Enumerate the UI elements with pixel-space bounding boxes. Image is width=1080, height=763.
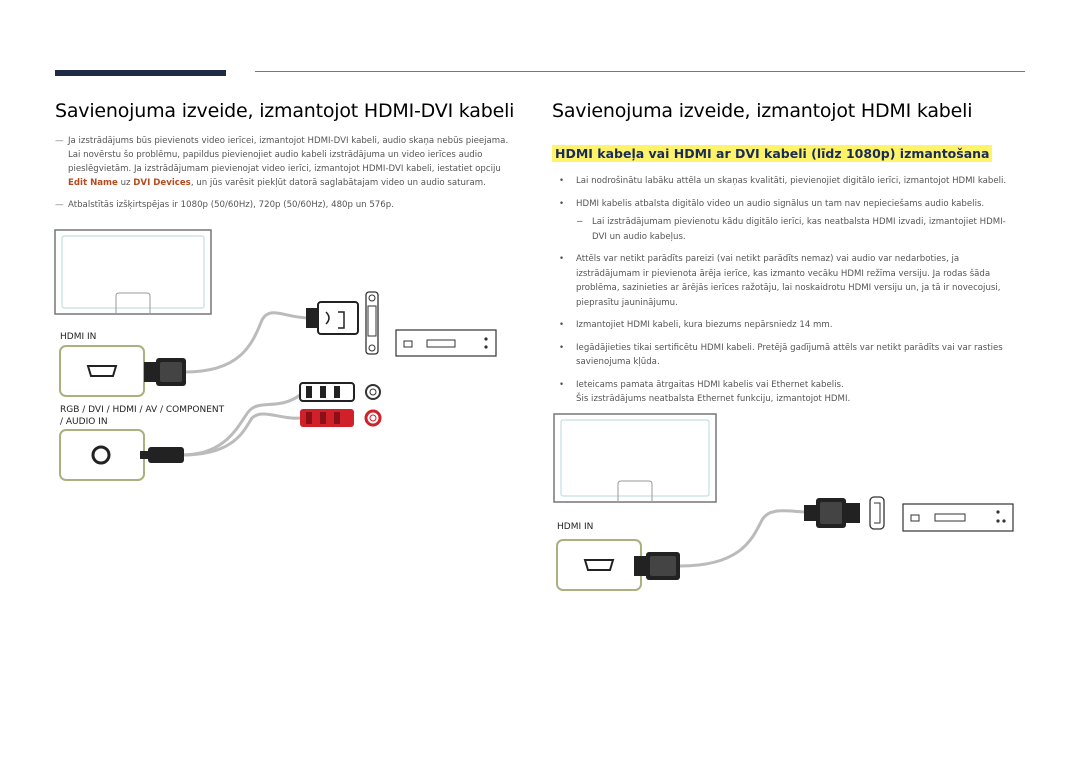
bullet-text: pieprasītu jauninājumu.: [576, 297, 678, 308]
rca-port-icon: [364, 384, 382, 427]
note-text: Atbalstītās izšķirtspējas ir 1080p (50/6…: [68, 200, 394, 210]
bullet-text: Attēls var netikt parādīts pareizi (vai …: [576, 254, 960, 264]
rca-connector-icon: [299, 382, 355, 427]
right-section-title: Savienojuma izveide, izmantojot HDMI kab…: [552, 100, 973, 122]
hdmi-in-label-left: HDMI IN: [60, 332, 97, 342]
note-dash: —: [55, 200, 64, 210]
note-resolutions: — Atbalstītās izšķirtspējas ir 1080p (50…: [55, 198, 538, 212]
list-item: • Attēls var netikt parādīts pareizi (va…: [559, 252, 1029, 310]
monitor-icon: [54, 229, 212, 315]
dvi-port-icon: [365, 291, 379, 355]
hdmi-plug-icon: [804, 498, 860, 528]
hdmi-port-icon: [59, 345, 145, 397]
right-connection-diagram: [553, 413, 1014, 591]
note-word: uz: [120, 178, 131, 188]
rgb-audio-in-label: RGB / DVI / HDMI / AV / COMPONENT / AUDI…: [60, 404, 224, 428]
bullet-text: Izmantojiet HDMI kabeli, kura biezums ne…: [576, 320, 833, 330]
edit-name-option: Edit Name: [68, 178, 118, 188]
list-item: • Ieteicams pamata ātrgaitas HDMI kabeli…: [559, 378, 1029, 407]
hdmi-notes-list: • Lai nodrošinātu labāku attēla un skaņa…: [559, 174, 1029, 415]
hdmi-port-icon: [869, 496, 885, 530]
bullet-text: Iegādājieties tikai sertificētu HDMI kab…: [576, 342, 1003, 353]
sub-text: Lai izstrādājumam pievienotu kādu digitā…: [592, 217, 1006, 227]
hdmi-port-icon: [556, 539, 642, 591]
list-item: • Izmantojiet HDMI kabeli, kura biezums …: [559, 318, 1029, 333]
audio-jack-icon: [59, 429, 145, 481]
dvi-connector-icon: [306, 301, 359, 335]
note-line: Ja izstrādājums būs pievienots video ier…: [68, 136, 509, 146]
header-rule: [255, 71, 1025, 72]
bullet-dot: •: [559, 176, 565, 186]
bullet-text: Šis izstrādājums neatbalsta Ethernet fun…: [576, 394, 851, 404]
note-line: pieslēgvietām. Ja izstrādājumam pievieno…: [68, 164, 501, 174]
note-line: Edit Name uz DVI Devices, un jūs varēsit…: [68, 176, 538, 190]
rgb-label-line: / AUDIO IN: [60, 417, 108, 427]
av-device-icon: [395, 329, 497, 357]
bullet-text: problēma, sazinieties ar ārējās ierīces …: [576, 283, 1001, 293]
hdmi-in-label-right: HDMI IN: [557, 522, 594, 532]
sub-list-item: − Lai izstrādājumam pievienotu kādu digi…: [559, 215, 1029, 244]
note-text: , un jūs varēsit piekļūt datorā saglabāt…: [190, 178, 486, 188]
av-device-icon: [902, 503, 1014, 532]
sub-dash: −: [576, 217, 584, 227]
rgb-label-line: RGB / DVI / HDMI / AV / COMPONENT: [60, 405, 225, 415]
list-item: • Iegādājieties tikai sertificētu HDMI k…: [559, 341, 1029, 370]
bullet-text: Ieteicams pamata ātrgaitas HDMI kabelis …: [576, 379, 844, 390]
note-dash: —: [55, 136, 64, 146]
bullet-dot: •: [559, 320, 565, 330]
header-accent-bar: [55, 70, 226, 76]
note-hdmi-dvi-audio: — Ja izstrādājums būs pievienots video i…: [55, 134, 538, 190]
bullet-text: HDMI kabelis atbalsta digitālo video un …: [576, 198, 985, 209]
sub-text: DVI un audio kabeļus.: [592, 231, 686, 242]
bullet-text: izstrādājumam ir pievienota ārēja ierīce…: [576, 268, 991, 279]
dvi-devices-option: DVI Devices: [133, 178, 191, 188]
list-item: • HDMI kabelis atbalsta digitālo video u…: [559, 197, 1029, 212]
left-section-title: Savienojuma izveide, izmantojot HDMI-DVI…: [55, 100, 515, 122]
bullet-dot: •: [559, 379, 565, 390]
left-connection-diagram: [54, 229, 497, 481]
hdmi-cable-subheading: HDMI kabeļa vai HDMI ar DVI kabeli (līdz…: [552, 145, 993, 162]
bullet-text: savienojuma kļūda.: [576, 357, 660, 367]
list-item: • Lai nodrošinātu labāku attēla un skaņa…: [559, 174, 1029, 189]
bullet-text: Lai nodrošinātu labāku attēla un skaņas …: [576, 176, 1007, 186]
bullet-dot: •: [559, 198, 565, 209]
hdmi-plug-icon: [144, 358, 186, 386]
monitor-icon: [553, 413, 717, 503]
hdmi-plug-icon: [634, 552, 680, 580]
note-line: Lai novērstu šo problēmu, papildus pievi…: [68, 150, 483, 160]
bullet-dot: •: [559, 254, 565, 264]
audio-plug-icon: [140, 447, 184, 463]
bullet-dot: •: [559, 342, 565, 353]
